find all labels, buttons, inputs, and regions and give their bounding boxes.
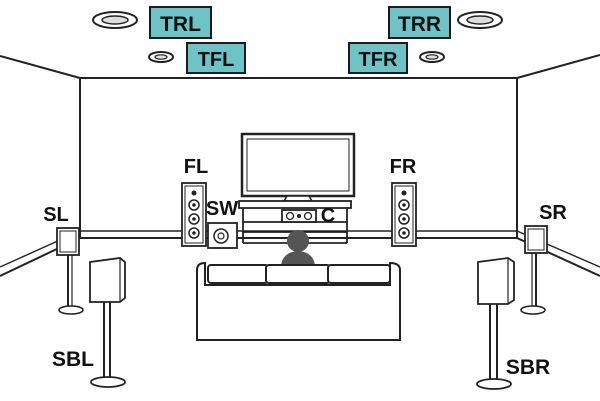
speaker-front-right	[391, 182, 417, 247]
tv	[240, 132, 356, 202]
label-tfr: TFR	[359, 49, 398, 71]
ceiling-speaker-trl	[92, 11, 138, 29]
label-sl: SL	[43, 204, 69, 226]
speaker-surround-back-left	[89, 257, 126, 388]
listener	[281, 230, 315, 265]
ceiling-edge-right	[516, 54, 600, 79]
label-sbr: SBR	[506, 356, 550, 379]
label-box-tfr: TFR	[348, 42, 408, 74]
label-sw: SW	[206, 198, 238, 220]
speaker-surround-back-right	[476, 257, 515, 390]
speaker-front-left	[181, 182, 207, 247]
sofa	[196, 261, 401, 341]
label-box-tfl: TFL	[186, 42, 246, 74]
label-tfl: TFL	[198, 49, 235, 71]
speaker-surround-left	[56, 227, 84, 315]
label-trl: TRL	[160, 13, 201, 36]
label-box-trl: TRL	[149, 6, 212, 39]
tv-cabinet	[238, 200, 352, 244]
speaker-center	[281, 209, 317, 223]
label-trr: TRR	[398, 13, 441, 36]
ceiling-speaker-trr	[457, 11, 503, 29]
label-fl: FL	[184, 156, 208, 178]
subwoofer	[207, 222, 238, 249]
label-c: C	[321, 205, 335, 227]
label-fr: FR	[390, 156, 417, 178]
speaker-surround-right	[520, 225, 548, 315]
ceiling-speaker-tfr	[419, 51, 445, 63]
label-sbl: SBL	[52, 348, 94, 371]
label-box-trr: TRR	[388, 6, 451, 39]
ceiling-speaker-tfl	[148, 51, 174, 63]
label-sr: SR	[539, 202, 567, 224]
ceiling-edge-left	[0, 55, 81, 79]
